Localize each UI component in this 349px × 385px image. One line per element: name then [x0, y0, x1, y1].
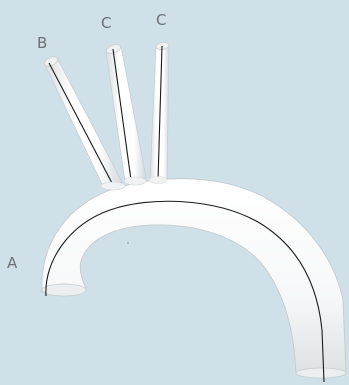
branch-c1-vessel — [105, 43, 146, 181]
label-c-right: C — [156, 13, 166, 28]
aortic-arch-vessel — [42, 177, 346, 383]
label-b: B — [37, 36, 47, 51]
branch-c2-vessel — [150, 42, 169, 180]
label-c-left: C — [101, 16, 111, 31]
branch-b-centerline — [49, 63, 113, 185]
label-a: A — [7, 256, 17, 271]
